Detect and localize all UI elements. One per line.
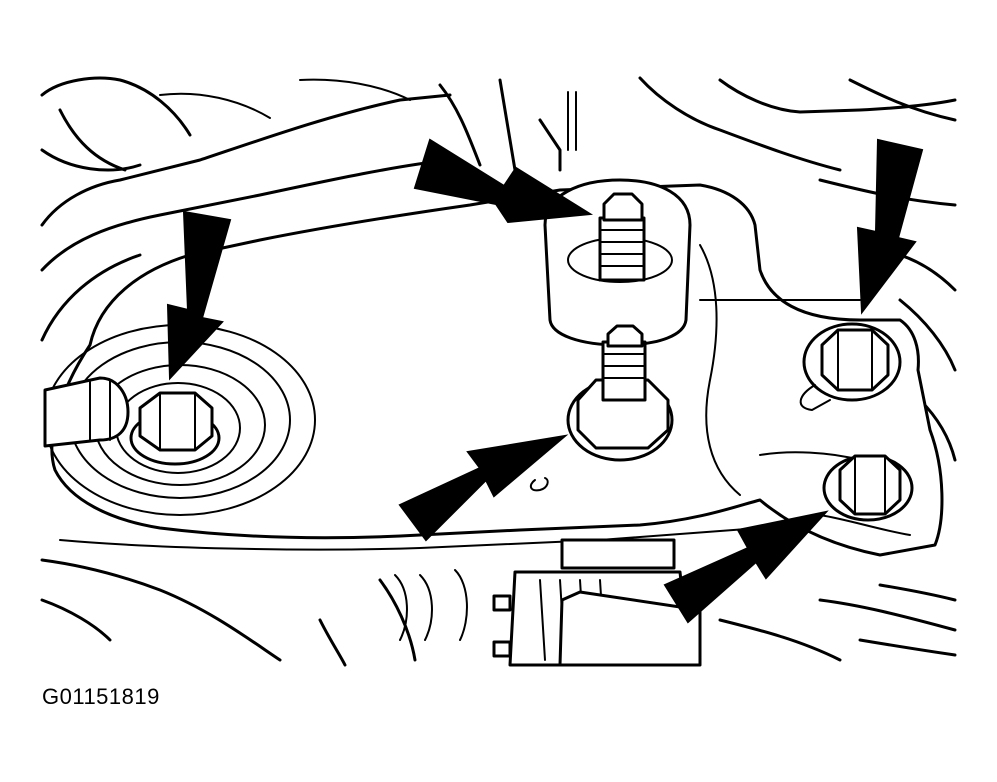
center-stud: [529, 324, 674, 492]
arrow-top-stud: [413, 138, 594, 224]
bolt-left: [129, 391, 221, 466]
arrow-left-bolt: [166, 210, 232, 381]
arrow-center-stud: [398, 434, 569, 542]
arrow-right-lower-bolt: [663, 510, 829, 624]
background-linework: [40, 76, 957, 667]
bolt-right-upper: [799, 322, 902, 411]
stud-cylinder: [543, 178, 692, 347]
mount-bracket: [50, 183, 944, 557]
lower-components: [394, 538, 702, 667]
bolt-right-lower: [822, 454, 914, 522]
arrow-right-upper-bolt: [856, 138, 924, 315]
figure-caption: G01151819: [42, 684, 160, 709]
